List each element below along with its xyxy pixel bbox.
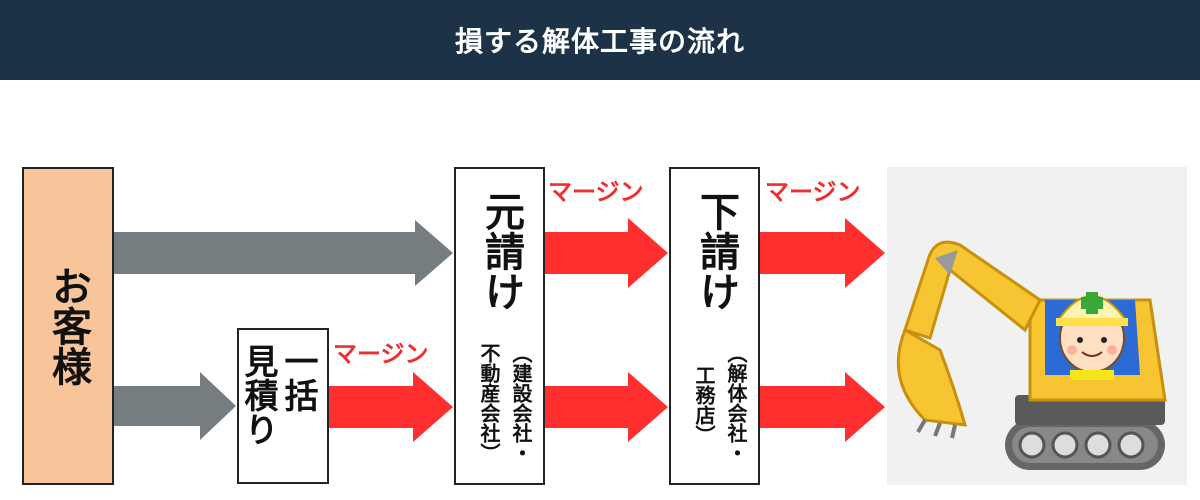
general-contractor-note-1: （建設会社・: [509, 343, 533, 463]
subcontractor-label: 下請け: [693, 191, 739, 311]
excavator-illustration: [887, 167, 1187, 485]
bulk-estimate-label-1: 一括: [278, 344, 318, 412]
red-arrow-sub-to-machine: [760, 218, 885, 288]
red-arrow-sub-to-machine-lower: [760, 372, 885, 442]
margin-label-sub: マージン: [765, 178, 861, 206]
general-contractor-label: 元請け: [478, 191, 524, 311]
red-arrow-general-to-sub-lower: [545, 372, 668, 442]
red-arrow-general-to-sub: [545, 218, 668, 288]
red-arrow-estimate-to-general: [329, 372, 453, 442]
general-contractor-note-2: 不動産会社）: [477, 343, 501, 463]
subcontractor-note-2: 工務店）: [692, 365, 716, 445]
customer-label: お客様: [45, 266, 91, 386]
general-contractor-box: 元請け （建設会社・ 不動産会社）: [454, 167, 545, 485]
bulk-estimate-label-2: 見積り: [238, 344, 278, 446]
page-title: 損する解体工事の流れ: [454, 25, 745, 58]
title-bar: 損する解体工事の流れ: [0, 0, 1200, 80]
customer-box: お客様: [22, 167, 114, 485]
margin-label-general: マージン: [548, 178, 644, 206]
gray-arrow-to-estimate: [114, 372, 236, 440]
gray-arrow-to-general: [114, 220, 453, 286]
subcontractor-note-1: （解体会社・: [724, 343, 748, 463]
subcontractor-box: 下請け （解体会社・ 工務店）: [669, 167, 760, 485]
bulk-estimate-box: 一括 見積り: [237, 328, 329, 484]
margin-label-estimate: マージン: [333, 340, 429, 368]
